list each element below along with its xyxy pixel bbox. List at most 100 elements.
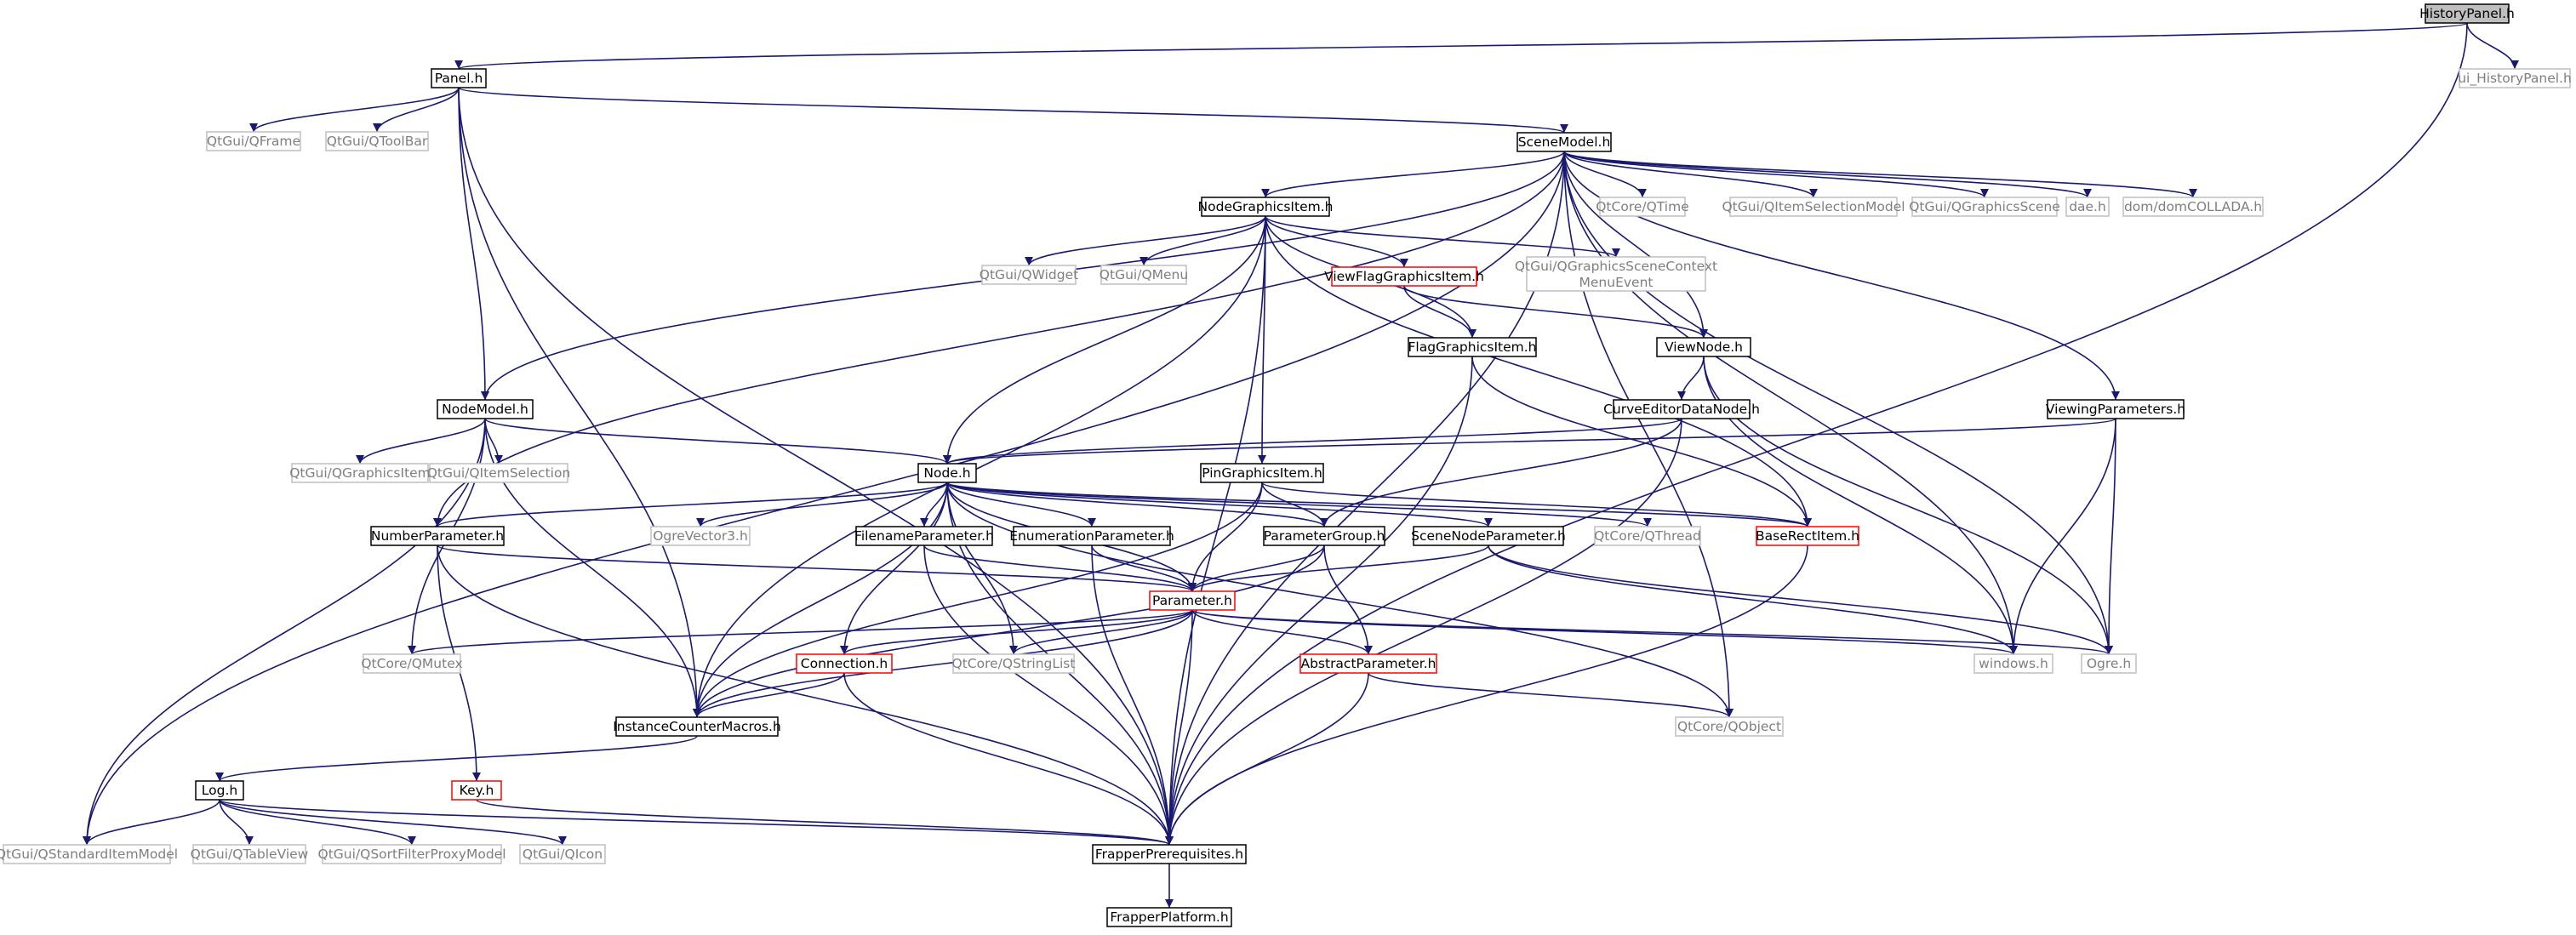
edge-parameter-to-instancecountermacros	[693, 609, 1193, 718]
edge-nodegraphicsitem-to-instancecountermacros	[693, 215, 1266, 718]
node-box	[206, 131, 301, 151]
node-curveeditordatanode[interactable]: CurveEditorDataNode.h	[1603, 399, 1760, 419]
node-filenameparameter[interactable]: FilenameParameter.h	[854, 526, 994, 546]
node-box	[650, 526, 751, 546]
node-label: OgreVector3.h	[653, 528, 748, 544]
node-box	[1092, 844, 1247, 864]
node-box	[429, 463, 568, 483]
node-label: SceneNodeParameter.h	[1411, 528, 1566, 544]
edge-pingraphicsitem-to-baserectitem	[1261, 482, 1812, 527]
node-box	[855, 526, 993, 546]
node-box	[1675, 716, 1784, 737]
node-label: Connection.h	[801, 656, 888, 671]
node-viewingparameters[interactable]: ViewingParameters.h	[2046, 399, 2185, 419]
node-box	[195, 780, 244, 801]
node-parametergroup[interactable]: ParameterGroup.h	[1263, 526, 1385, 546]
node-label: AbstractParameter.h	[1300, 656, 1436, 671]
node-qwidget: QtGui/QWidget	[980, 265, 1078, 285]
edge-nodegraphicsitem-to-baserectitem	[1265, 215, 1812, 527]
node-label: HistoryPanel.h	[2419, 6, 2515, 21]
node-box	[2122, 197, 2264, 217]
edge-connection-to-instancecountermacros	[693, 672, 845, 718]
node-box	[1408, 337, 1537, 357]
edge-viewflaggraphicsitem-to-viewnode	[1403, 285, 1708, 339]
node-node[interactable]: Node.h	[917, 463, 977, 483]
node-box	[1599, 197, 1686, 217]
edge-curveeditordatanode-to-frapperprerequisites	[1165, 418, 1682, 846]
node-qstandarditemmodel: QtGui/QStandardItemModel	[0, 844, 178, 864]
edge-node-to-instancecountermacros	[693, 482, 948, 718]
node-box	[615, 716, 779, 737]
node-frapperplatform[interactable]: FrapperPlatform.h	[1106, 907, 1232, 927]
node-label: Node.h	[923, 465, 970, 481]
edge-log-to-frapperprerequisites	[219, 799, 1174, 846]
node-label: windows.h	[1979, 656, 2048, 671]
edge-node-to-connection	[840, 482, 948, 655]
node-box	[1526, 256, 1706, 292]
node-qgraphicsitem: QtGui/QGraphicsItem	[289, 463, 431, 483]
node-baserectitem[interactable]: BaseRectItem.h	[1756, 526, 1859, 546]
edge-nodegraphicsitem-to-qwidget	[1025, 215, 1266, 266]
node-nodemodel[interactable]: NodeModel.h	[437, 399, 534, 419]
edge-parameter-to-ogre	[1191, 609, 2113, 655]
node-nodegraphicsitem[interactable]: NodeGraphicsItem.h	[1198, 197, 1334, 217]
edge-filenameparameter-to-frapperprerequisites	[923, 544, 1174, 846]
node-label: Key.h	[460, 783, 494, 798]
node-label: QtGui/QMenu	[1100, 267, 1188, 282]
node-ui_historypanel: ui_HistoryPanel.h	[2458, 68, 2572, 88]
node-frapperprerequisites[interactable]: FrapperPrerequisites.h	[1092, 844, 1247, 864]
node-box	[1100, 265, 1187, 285]
node-qmenu: QtGui/QMenu	[1100, 265, 1188, 285]
node-box	[1516, 132, 1612, 152]
node-pingraphicsitem[interactable]: PinGraphicsItem.h	[1200, 463, 1324, 483]
node-parameter[interactable]: Parameter.h	[1149, 590, 1236, 611]
edge-filenameparameter-to-parameter	[923, 544, 1197, 592]
node-scenenodeparameter[interactable]: SceneNodeParameter.h	[1411, 526, 1566, 546]
edge-viewnode-to-curveeditordatanode	[1677, 356, 1705, 401]
node-scenemodel[interactable]: SceneModel.h	[1516, 132, 1612, 152]
edge-nodegraphicsitem-to-qgscme	[1265, 215, 1620, 258]
node-qtime: QtCore/QTime	[1596, 197, 1689, 217]
node-label: QtGui/QGraphicsItem	[289, 465, 431, 481]
node-label: QtGui/QItemSelectionModel	[1722, 199, 1905, 214]
edge-baserectitem-to-frapperprerequisites	[1165, 544, 1808, 846]
node-key[interactable]: Key.h	[451, 780, 502, 801]
node-box	[1656, 337, 1751, 357]
edge-panel-to-qtoolbar	[373, 87, 460, 133]
node-panel[interactable]: Panel.h	[431, 68, 487, 88]
edge-numberparameter-to-frapperprerequisites	[437, 544, 1174, 846]
edge-node-to-scenenodeparameter	[946, 482, 1493, 527]
node-label: QtGui/QFrame	[207, 134, 300, 149]
edge-scenemodel-to-qtime	[1563, 151, 1647, 198]
node-instancecountermacros[interactable]: InstanceCounterMacros.h	[613, 716, 781, 737]
node-label: NodeGraphicsItem.h	[1198, 199, 1334, 214]
node-qitemselectionmodel: QtGui/QItemSelectionModel	[1722, 197, 1905, 217]
node-box	[796, 653, 893, 674]
edge-key-to-frapperprerequisites	[476, 799, 1174, 846]
edge-pingraphicsitem-to-parametergroup	[1261, 482, 1328, 527]
edge-parameter-to-qmutex	[408, 609, 1193, 655]
node-box	[981, 265, 1077, 285]
node-log[interactable]: Log.h	[195, 780, 244, 801]
node-enumerationparameter[interactable]: EnumerationParameter.h	[1009, 526, 1174, 546]
node-label: QtGui/QIcon	[523, 847, 603, 862]
node-label: FlagGraphicsItem.h	[1408, 339, 1536, 355]
node-label: Ogre.h	[2087, 656, 2131, 671]
edge-scenenodeparameter-to-ogre	[1488, 544, 2113, 655]
node-box	[437, 399, 534, 419]
node-box	[2459, 68, 2571, 88]
node-label: EnumerationParameter.h	[1009, 528, 1174, 544]
edge-nodemodel-to-qstandarditemmodel	[83, 418, 486, 846]
node-viewflaggraphicsitem[interactable]: ViewFlagGraphicsItem.h	[1324, 266, 1484, 287]
node-flaggraphicsitem[interactable]: FlagGraphicsItem.h	[1408, 337, 1537, 357]
node-viewnode[interactable]: ViewNode.h	[1656, 337, 1751, 357]
node-numberparameter[interactable]: NumberParameter.h	[370, 526, 505, 546]
node-box	[1200, 463, 1324, 483]
edge-flaggraphicsitem-to-frapperprerequisites	[1165, 356, 1473, 846]
node-box	[370, 526, 505, 546]
node-connection[interactable]: Connection.h	[796, 653, 893, 674]
node-abstractparameter[interactable]: AbstractParameter.h	[1299, 653, 1437, 674]
edge-abstractparameter-to-qobject	[1368, 672, 1734, 718]
node-qstringlist: QtCore/QStringList	[952, 653, 1075, 674]
node-historypanel[interactable]: HistoryPanel.h	[2419, 3, 2515, 24]
